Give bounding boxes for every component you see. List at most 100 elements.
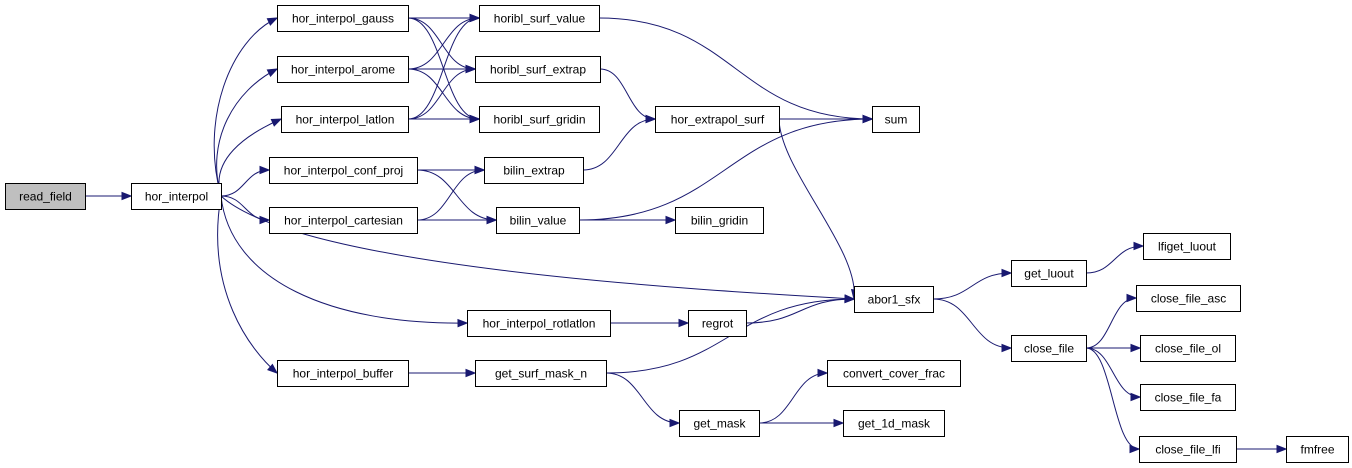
node-get-surf-mask-n[interactable]: get_surf_mask_n [475,360,607,387]
edge-line [1085,245,1144,274]
edge-hor_extrapol_surf-to-abor1_sfx [778,118,860,301]
node-close-file-lfi[interactable]: close_file_lfi [1139,436,1237,463]
node-hor-interpol-rotlatlon[interactable]: hor_interpol_rotlatlon [467,310,611,337]
node-read-field[interactable]: read_field [5,183,86,210]
node-label: hor_interpol_arome [291,63,395,77]
edge-line [578,118,873,221]
edge-hor_interpol_buffer-to-get_surf_mask_n [408,368,477,378]
node-label: abor1_sfx [868,293,921,307]
node-box[interactable] [1286,436,1349,463]
arrowhead-icon [259,215,271,225]
node-box[interactable] [827,360,961,387]
node-hor-interpol-arome[interactable]: hor_interpol_arome [277,56,409,83]
edge-line [1085,347,1141,398]
node-box[interactable] [484,157,584,184]
node-box[interactable] [5,183,86,210]
arrowhead-icon [267,363,279,374]
node-label: close_file [1024,342,1074,356]
node-box[interactable] [479,106,600,133]
node-bilin-gridin[interactable]: bilin_gridin [675,207,764,234]
edge-hor_interpol_latlon-to-horibl_surf_value [407,13,481,120]
node-hor-interpol-buffer[interactable]: hor_interpol_buffer [277,360,409,387]
node-close-file-asc[interactable]: close_file_asc [1136,285,1241,312]
arrowhead-icon [1130,343,1142,353]
node-label: hor_interpol_conf_proj [284,164,403,178]
node-box[interactable] [688,310,747,337]
node-box[interactable] [475,360,607,387]
node-box[interactable] [1143,233,1231,260]
arrowhead-icon [1276,444,1288,454]
node-bilin-value[interactable]: bilin_value [496,207,580,234]
node-box[interactable] [277,56,409,83]
node-hor-interpol-cartesian[interactable]: hor_interpol_cartesian [269,207,418,234]
edge-line [598,17,873,120]
node-label: get_mask [693,417,746,431]
node-hor-extrapol-surf[interactable]: hor_extrapol_surf [655,106,780,133]
node-lfiget-luout[interactable]: lfiget_luout [1143,233,1231,260]
node-box[interactable] [467,310,611,337]
node-horibl-surf-extrap[interactable]: horibl_surf_extrap [475,56,601,83]
node-box[interactable] [843,410,945,437]
node-hor-interpol-gauss[interactable]: hor_interpol_gauss [277,5,409,32]
arrowhead-icon [1001,343,1013,353]
node-label: lfiget_luout [1158,240,1217,254]
node-sum[interactable]: sum [872,106,920,133]
node-box[interactable] [854,286,934,313]
node-abor1-sfx[interactable]: abor1_sfx [854,286,934,313]
node-close-file-fa[interactable]: close_file_fa [1140,384,1236,411]
node-regrot[interactable]: regrot [688,310,747,337]
node-close-file-ol[interactable]: close_file_ol [1140,335,1236,362]
node-bilin-extrap[interactable]: bilin_extrap [484,157,584,184]
node-label: hor_interpol_latlon [296,113,395,127]
edge-hor_interpol-to-hor_interpol_rotlatlon [220,195,469,328]
edge-line [407,68,476,120]
node-box[interactable] [679,410,760,437]
arrowhead-icon [270,118,283,127]
node-box[interactable] [475,56,601,83]
node-box[interactable] [655,106,780,133]
node-hor-interpol-latlon[interactable]: hor_interpol_latlon [281,106,409,133]
node-box[interactable] [277,5,409,32]
edge-line [217,195,278,374]
node-box[interactable] [1140,335,1236,362]
node-convert-cover-frac[interactable]: convert_cover_frac [827,360,961,387]
node-box[interactable] [1136,285,1241,312]
node-hor-interpol[interactable]: hor_interpol [131,183,222,210]
node-box[interactable] [269,207,418,234]
node-box[interactable] [1139,436,1237,463]
node-close-file[interactable]: close_file [1011,335,1087,362]
arrowhead-icon [1130,392,1142,402]
arrowhead-icon [486,215,498,225]
node-box[interactable] [872,106,920,133]
node-hor-interpol-conf-proj[interactable]: hor_interpol_conf_proj [269,157,418,184]
node-horibl-surf-gridin[interactable]: horibl_surf_gridin [479,106,600,133]
node-fmfree[interactable]: fmfree [1286,436,1349,463]
edge-hor_interpol-to-hor_interpol_arome [216,68,279,197]
node-get-1d-mask[interactable]: get_1d_mask [843,410,945,437]
node-box[interactable] [1011,260,1087,287]
arrowhead-icon [474,165,486,175]
node-get-luout[interactable]: get_luout [1011,260,1087,287]
node-box[interactable] [269,157,418,184]
node-box[interactable] [131,183,222,210]
node-box[interactable] [1011,335,1087,362]
node-horibl-surf-value[interactable]: horibl_surf_value [479,5,600,32]
node-box[interactable] [281,106,409,133]
node-get-mask[interactable]: get_mask [679,410,760,437]
edge-hor_interpol_cartesian-to-bilin_value [417,215,498,225]
edge-line [220,195,270,221]
node-box[interactable] [277,360,409,387]
node-box[interactable] [496,207,580,234]
arrowhead-icon [833,418,845,428]
edge-line [778,118,855,300]
arrowhead-icon [266,68,279,78]
arrowhead-icon [259,165,271,175]
edge-line [745,298,855,324]
edge-hor_interpol_rotlatlon-to-regrot [610,318,690,328]
node-box[interactable] [479,5,600,32]
node-box[interactable] [1140,384,1236,411]
edge-hor_interpol_latlon-to-horibl_surf_extrap [407,64,477,120]
node-label: get_1d_mask [858,417,931,431]
node-box[interactable] [675,207,764,234]
node-label: hor_interpol_gauss [292,12,394,26]
